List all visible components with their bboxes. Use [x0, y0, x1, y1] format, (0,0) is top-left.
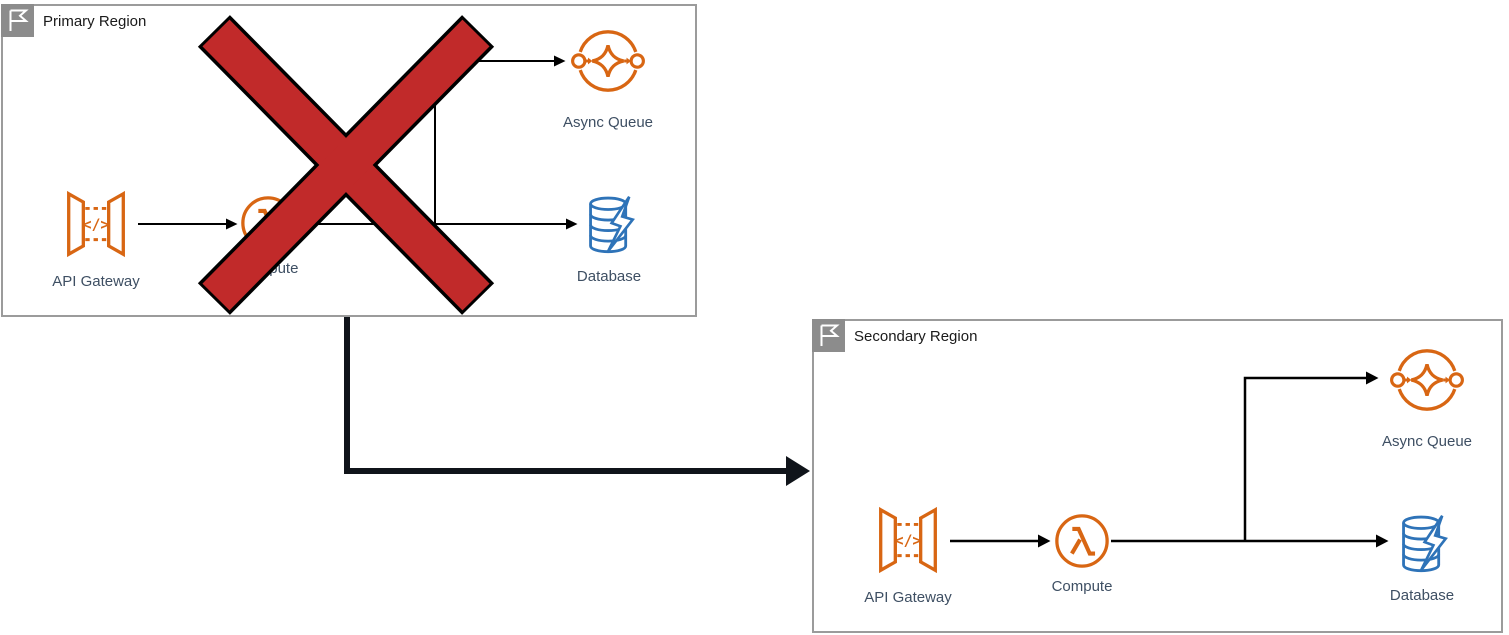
region-title: Secondary Region — [854, 328, 978, 345]
region-flag-icon — [812, 319, 845, 352]
async-queue-icon — [1388, 341, 1466, 419]
node-label: Database — [1389, 587, 1455, 604]
node-secondary-api-gateway[interactable]: API Gateway — [853, 501, 963, 606]
api-gateway-icon — [869, 501, 947, 579]
node-label: Async Queue — [562, 114, 654, 131]
node-primary-compute[interactable]: Compute — [213, 194, 323, 277]
lambda-compute-icon — [239, 194, 297, 252]
node-secondary-database[interactable]: Database — [1367, 509, 1477, 604]
node-primary-database[interactable]: Database — [554, 190, 664, 285]
node-label: Database — [576, 268, 642, 285]
api-gateway-icon — [57, 185, 135, 263]
node-primary-async-queue[interactable]: Async Queue — [553, 22, 663, 131]
region-secondary[interactable]: Secondary Region — [812, 319, 1503, 633]
node-label: Async Queue — [1381, 433, 1473, 450]
node-secondary-async-queue[interactable]: Async Queue — [1372, 341, 1482, 450]
edge-failover-primary-to-secondary[interactable] — [344, 317, 810, 486]
region-title: Primary Region — [43, 13, 147, 30]
region-flag-icon — [1, 4, 34, 37]
lambda-compute-icon — [1053, 512, 1111, 570]
node-label: API Gateway — [52, 273, 140, 290]
database-icon — [1393, 509, 1451, 577]
node-label: Compute — [1051, 578, 1113, 595]
node-label: API Gateway — [864, 589, 952, 606]
database-icon — [580, 190, 638, 258]
node-primary-api-gateway[interactable]: API Gateway — [41, 185, 151, 290]
node-secondary-compute[interactable]: Compute — [1027, 512, 1137, 595]
async-queue-icon — [569, 22, 647, 100]
node-label: Compute — [237, 260, 299, 277]
